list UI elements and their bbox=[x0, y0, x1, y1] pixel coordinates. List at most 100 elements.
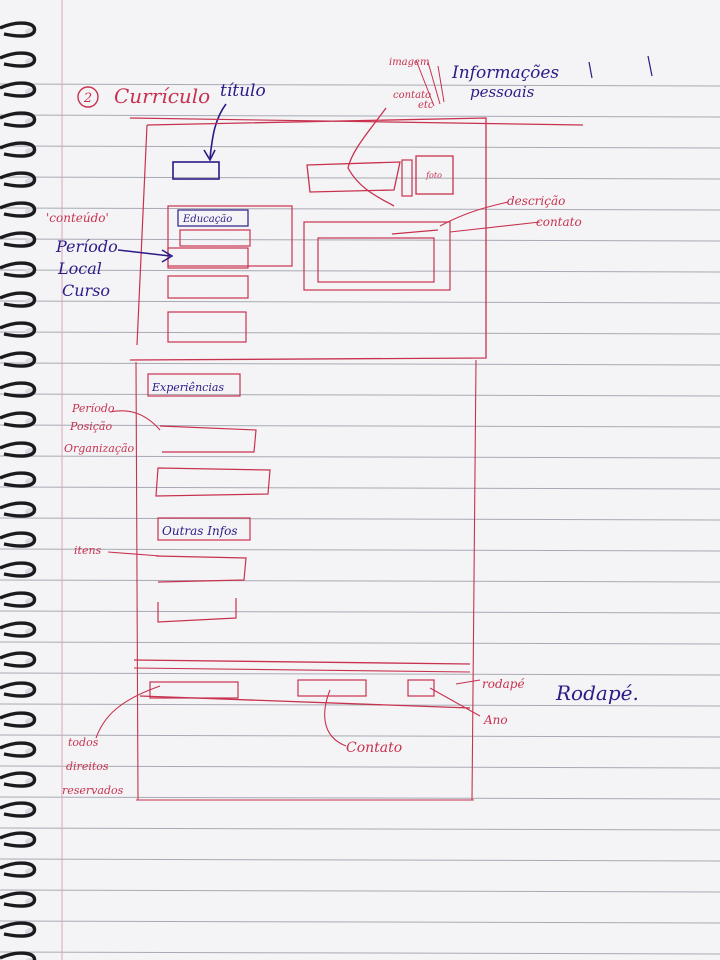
photo-label: foto bbox=[425, 171, 442, 180]
header-container-outline bbox=[129, 117, 487, 361]
spiral-coil bbox=[0, 231, 37, 248]
spiral-coil bbox=[0, 771, 37, 788]
header-container-left bbox=[136, 124, 148, 346]
footer-year-box bbox=[407, 679, 435, 697]
spiral-coil bbox=[0, 381, 37, 398]
other-info-note: itens bbox=[74, 544, 102, 557]
rule-line bbox=[0, 734, 720, 738]
etc-note: etc bbox=[418, 100, 434, 111]
rule-line bbox=[0, 238, 720, 242]
spiral-coil bbox=[0, 291, 37, 308]
footer-note-blue: Rodapé. bbox=[555, 681, 639, 705]
rule-line bbox=[0, 579, 720, 583]
image-note: imagem bbox=[389, 57, 429, 68]
spiral-binding bbox=[0, 21, 37, 960]
rule-line bbox=[0, 176, 720, 180]
rule-line bbox=[0, 703, 720, 707]
spiral-coil bbox=[0, 111, 37, 128]
spiral-coil bbox=[0, 261, 37, 278]
footer-bottom-line bbox=[139, 695, 471, 709]
spiral-coil bbox=[0, 741, 37, 758]
rule-line bbox=[0, 951, 720, 955]
spiral-coil bbox=[0, 921, 37, 938]
description-note-2: contato bbox=[536, 215, 582, 229]
spiral-coil bbox=[0, 351, 37, 368]
footer-contact-arrow bbox=[324, 689, 347, 747]
spiral-coil bbox=[0, 801, 37, 818]
info-strokes bbox=[415, 59, 445, 107]
title-placeholder-box bbox=[172, 161, 220, 180]
rule-line bbox=[0, 517, 720, 521]
section-number-circle bbox=[77, 86, 99, 108]
education-note-period: Período bbox=[55, 237, 118, 256]
rule-line bbox=[0, 920, 720, 924]
rule-line bbox=[0, 300, 720, 304]
other-info-item-1 bbox=[155, 555, 247, 583]
experience-note-arrow bbox=[109, 410, 161, 431]
content-left-edge bbox=[135, 361, 139, 801]
rule-line bbox=[0, 83, 720, 87]
other-info-note-arrow bbox=[107, 551, 161, 557]
spiral-coil bbox=[0, 651, 37, 668]
spiral-coil bbox=[0, 21, 37, 38]
footer-note-red: rodapé bbox=[482, 677, 525, 691]
footer-label-arrow bbox=[455, 679, 481, 685]
personal-info-notes: imagem contato etc Informações pessoais bbox=[347, 55, 653, 207]
rule-line bbox=[0, 362, 720, 366]
footer-year-arrow bbox=[429, 687, 481, 717]
title-arrow bbox=[209, 103, 227, 159]
experience-note-period: Período bbox=[71, 402, 115, 415]
spiral-coil bbox=[0, 951, 37, 960]
rule-line bbox=[0, 610, 720, 614]
rule-line bbox=[0, 641, 720, 645]
spiral-coil bbox=[0, 591, 37, 608]
content-note: 'conteúdo' bbox=[46, 211, 109, 225]
spiral-coil bbox=[0, 861, 37, 878]
contact-link-line bbox=[391, 229, 439, 235]
rule-line bbox=[0, 331, 720, 335]
spiral-coil bbox=[0, 711, 37, 728]
personal-info-label-2: pessoais bbox=[470, 83, 535, 101]
other-info-heading: Outras Infos bbox=[162, 524, 238, 538]
spiral-coil bbox=[0, 501, 37, 518]
info-divider-box bbox=[401, 159, 413, 197]
footer-rights-note-1: todos bbox=[68, 736, 99, 749]
spiral-coil bbox=[0, 81, 37, 98]
footer-rights-note-2: direitos bbox=[66, 760, 109, 773]
footer-rights-box bbox=[149, 681, 239, 699]
spiral-coil bbox=[0, 681, 37, 698]
experience-heading: Experiências bbox=[151, 381, 224, 394]
spiral-coil bbox=[0, 471, 37, 488]
contact-note: contato bbox=[393, 90, 431, 101]
rule-line bbox=[0, 207, 720, 211]
education-row-1 bbox=[179, 229, 251, 247]
spiral-coil bbox=[0, 621, 37, 638]
footer-section: rodapé Rodapé. Ano Contato todos direito… bbox=[62, 659, 639, 801]
title-group: 2 Currículo título bbox=[77, 81, 266, 180]
spiral-coil bbox=[0, 201, 37, 218]
education-row-2 bbox=[167, 247, 249, 269]
spiral-coil bbox=[0, 441, 37, 458]
page-title: Currículo bbox=[114, 84, 210, 108]
spiral-coil bbox=[0, 831, 37, 848]
footer-rights-note-3: reservados bbox=[62, 784, 124, 797]
other-info-item-2 bbox=[157, 598, 237, 623]
rule-line bbox=[0, 796, 720, 800]
spiral-coil bbox=[0, 531, 37, 548]
rule-line bbox=[0, 672, 720, 676]
title-arrow-label: título bbox=[220, 81, 266, 101]
footer-rights-arrow bbox=[95, 685, 161, 739]
personal-info-label-1: Informações bbox=[451, 63, 559, 83]
footer-year-note: Ano bbox=[483, 713, 508, 727]
ruled-lines bbox=[0, 83, 720, 955]
footer-contact-note: Contato bbox=[346, 740, 402, 756]
spiral-coil bbox=[0, 51, 37, 68]
rule-line bbox=[0, 114, 720, 118]
education-side-notes: 'conteúdo' Período Local Curso bbox=[46, 211, 174, 300]
spiral-coil bbox=[0, 411, 37, 428]
info-arrow bbox=[347, 107, 395, 207]
rule-line bbox=[0, 145, 720, 149]
education-container bbox=[167, 205, 293, 267]
